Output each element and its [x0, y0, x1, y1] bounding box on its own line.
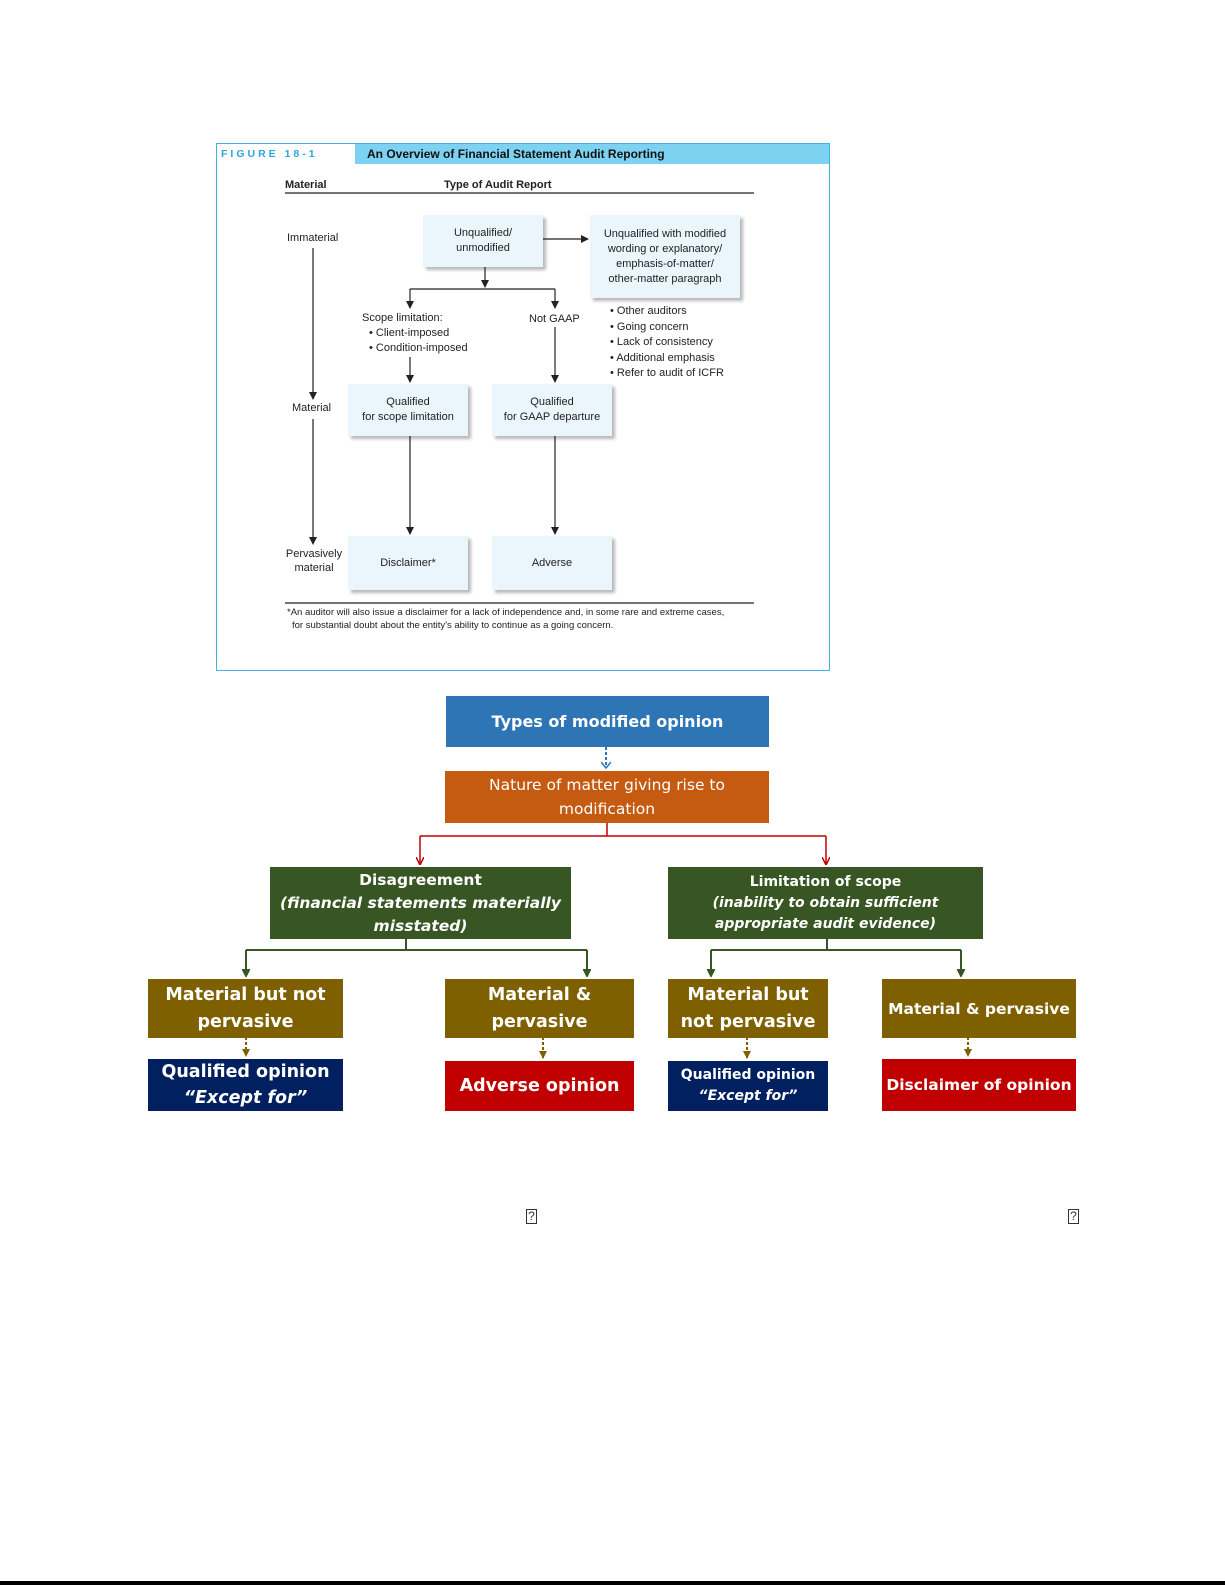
audit-reporting-figure: FIGURE 18-1 An Overview of Financial Sta…: [216, 143, 830, 671]
column-header-type: Type of Audit Report: [444, 179, 552, 191]
qualified-opinion-subtitle: “Except for”: [698, 1088, 798, 1104]
axis-label-pervasive: Pervasively material: [285, 548, 343, 574]
box-disagreement: Disagreement (financial statements mater…: [270, 867, 571, 939]
box-types-of-modified-opinion: Types of modified opinion: [446, 696, 769, 747]
figure-connectors: [285, 192, 754, 604]
qualified-opinion-title: Qualified opinion: [161, 1062, 330, 1082]
box-adverse: Adverse: [492, 536, 612, 590]
scope-limitation-item: • Client-imposed: [369, 327, 450, 339]
axis-label-material: Material: [292, 402, 332, 414]
scope-limitation-heading: Scope limitation:: [362, 312, 443, 324]
modified-opinion-chart: Types of modified opinion Nature of matt…: [148, 696, 1076, 1111]
reasons-list: • Other auditors • Going concern • Lack …: [610, 304, 724, 382]
disagreement-subtitle: (financial statements materially misstat…: [280, 893, 561, 935]
figure-footnote: *An auditor will also issue a disclaimer…: [287, 607, 725, 631]
disagreement-title: Disagreement: [359, 870, 482, 889]
box-nature-of-matter: Nature of matter giving rise to modifica…: [445, 771, 769, 823]
qualified-opinion-subtitle: “Except for”: [183, 1088, 308, 1108]
figure-label: FIGURE 18-1: [217, 144, 355, 164]
qualified-opinion-title: Qualified opinion: [680, 1067, 816, 1083]
axis-label-immaterial: Immaterial: [287, 232, 339, 244]
reason-item: • Refer to audit of ICFR: [610, 367, 724, 379]
box-unqualified: Unqualified/ unmodified: [423, 215, 543, 267]
reason-item: • Other auditors: [610, 305, 687, 317]
chart-connectors: [242, 747, 972, 1059]
box-limitation-of-scope: Limitation of scope (inability to obtain…: [668, 867, 983, 939]
box-qualified-opinion-1: Qualified opinion “Except for”: [148, 1059, 343, 1111]
not-gaap-label: Not GAAP: [529, 313, 580, 325]
box-unqualified-modified: Unqualified with modified wording or exp…: [590, 215, 740, 298]
page-bottom-rule: [0, 1581, 1225, 1585]
box-disclaimer: Disclaimer*: [348, 536, 468, 590]
box-limitation-material-pervasive: Material & pervasive: [882, 979, 1076, 1038]
reason-item: • Additional emphasis: [610, 351, 715, 364]
box-limitation-material-not-pervasive: Material but not pervasive: [668, 979, 828, 1038]
missing-glyph-icon: ?: [1068, 1209, 1079, 1224]
column-header-material: Material: [285, 179, 327, 191]
box-qualified-scope: Qualified for scope limitation: [348, 384, 468, 436]
missing-glyph-icon: ?: [526, 1209, 537, 1224]
limitation-title: Limitation of scope: [749, 873, 902, 890]
box-adverse-opinion: Adverse opinion: [445, 1061, 634, 1111]
reason-item: • Lack of consistency: [610, 336, 713, 348]
box-disclaimer-of-opinion: Disclaimer of opinion: [882, 1059, 1076, 1111]
box-qualified-gaap: Qualified for GAAP departure: [492, 384, 612, 436]
reason-item: • Going concern: [610, 320, 689, 333]
box-disagreement-material-pervasive: Material & pervasive: [445, 979, 634, 1038]
box-disagreement-material-not-pervasive: Material but not pervasive: [148, 979, 343, 1038]
figure-title: An Overview of Financial Statement Audit…: [355, 144, 829, 164]
limitation-subtitle: (inability to obtain sufficient appropri…: [712, 894, 939, 932]
box-qualified-opinion-2: Qualified opinion “Except for”: [668, 1061, 828, 1111]
scope-limitation-item: • Condition-imposed: [369, 342, 468, 354]
